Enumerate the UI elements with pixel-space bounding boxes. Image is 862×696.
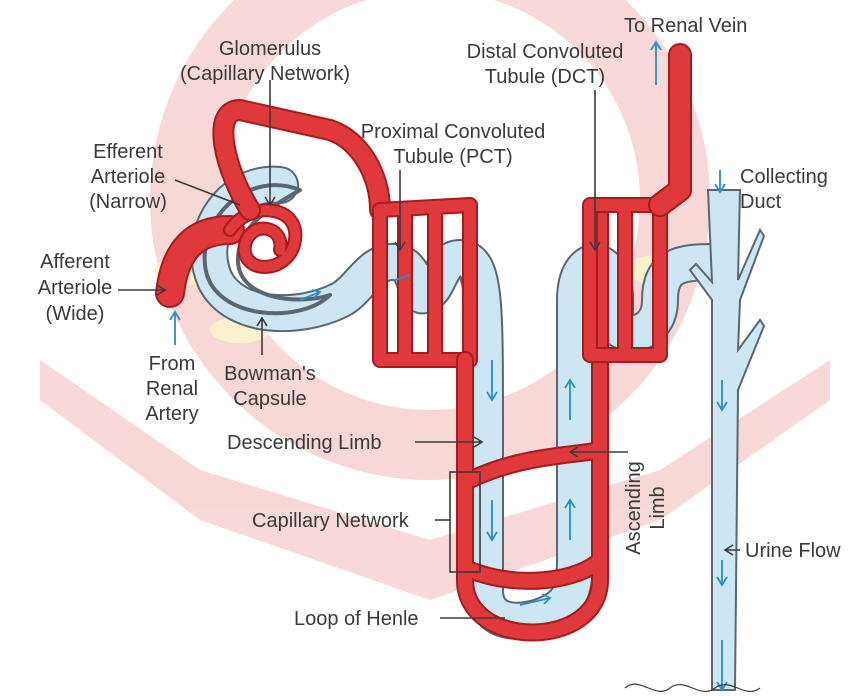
label-bowman-2: Capsule	[233, 388, 306, 410]
arrow-collecting-top	[715, 170, 725, 192]
glomerulus-knot	[230, 210, 295, 267]
efferent-arteriole	[223, 110, 380, 210]
label-collecting-2: Duct	[740, 191, 782, 213]
label-from-artery-3: Artery	[145, 403, 198, 425]
label-dct-2: Tubule (DCT)	[485, 66, 605, 88]
label-afferent-2: Arteriole	[38, 277, 112, 299]
base-wave	[625, 684, 760, 691]
label-from-artery-2: Renal	[146, 378, 198, 400]
label-ascending-1: Ascending	[623, 461, 645, 554]
label-afferent-1: Afferent	[40, 251, 110, 273]
label-glomerulus-2: (Capillary Network)	[180, 63, 350, 85]
label-bowman-1: Bowman's	[224, 363, 316, 385]
label-pct-1: Proximal Convoluted	[361, 121, 546, 143]
label-loop-of-henle: Loop of Henle	[294, 608, 419, 630]
label-ascending-2: Limb	[647, 486, 669, 529]
label-collecting-1: Collecting	[740, 166, 828, 188]
label-capillary-network: Capillary Network	[252, 510, 410, 532]
label-efferent-2: Arteriole	[91, 166, 165, 188]
label-pct-2: Tubule (PCT)	[393, 146, 512, 168]
arrow-from-artery	[170, 312, 180, 345]
label-urine-flow: Urine Flow	[745, 540, 841, 562]
label-glomerulus-1: Glomerulus	[219, 38, 321, 60]
label-from-artery-1: From	[149, 353, 196, 375]
label-afferent-3: (Wide)	[46, 303, 105, 325]
label-dct-1: Distal Convoluted	[467, 41, 624, 63]
label-efferent-1: Efferent	[93, 141, 163, 163]
leader-afferent	[118, 285, 165, 295]
label-efferent-3: (Narrow)	[89, 191, 167, 213]
label-to-renal-vein: To Renal Vein	[624, 15, 747, 37]
label-descending-limb: Descending Limb	[227, 432, 382, 454]
